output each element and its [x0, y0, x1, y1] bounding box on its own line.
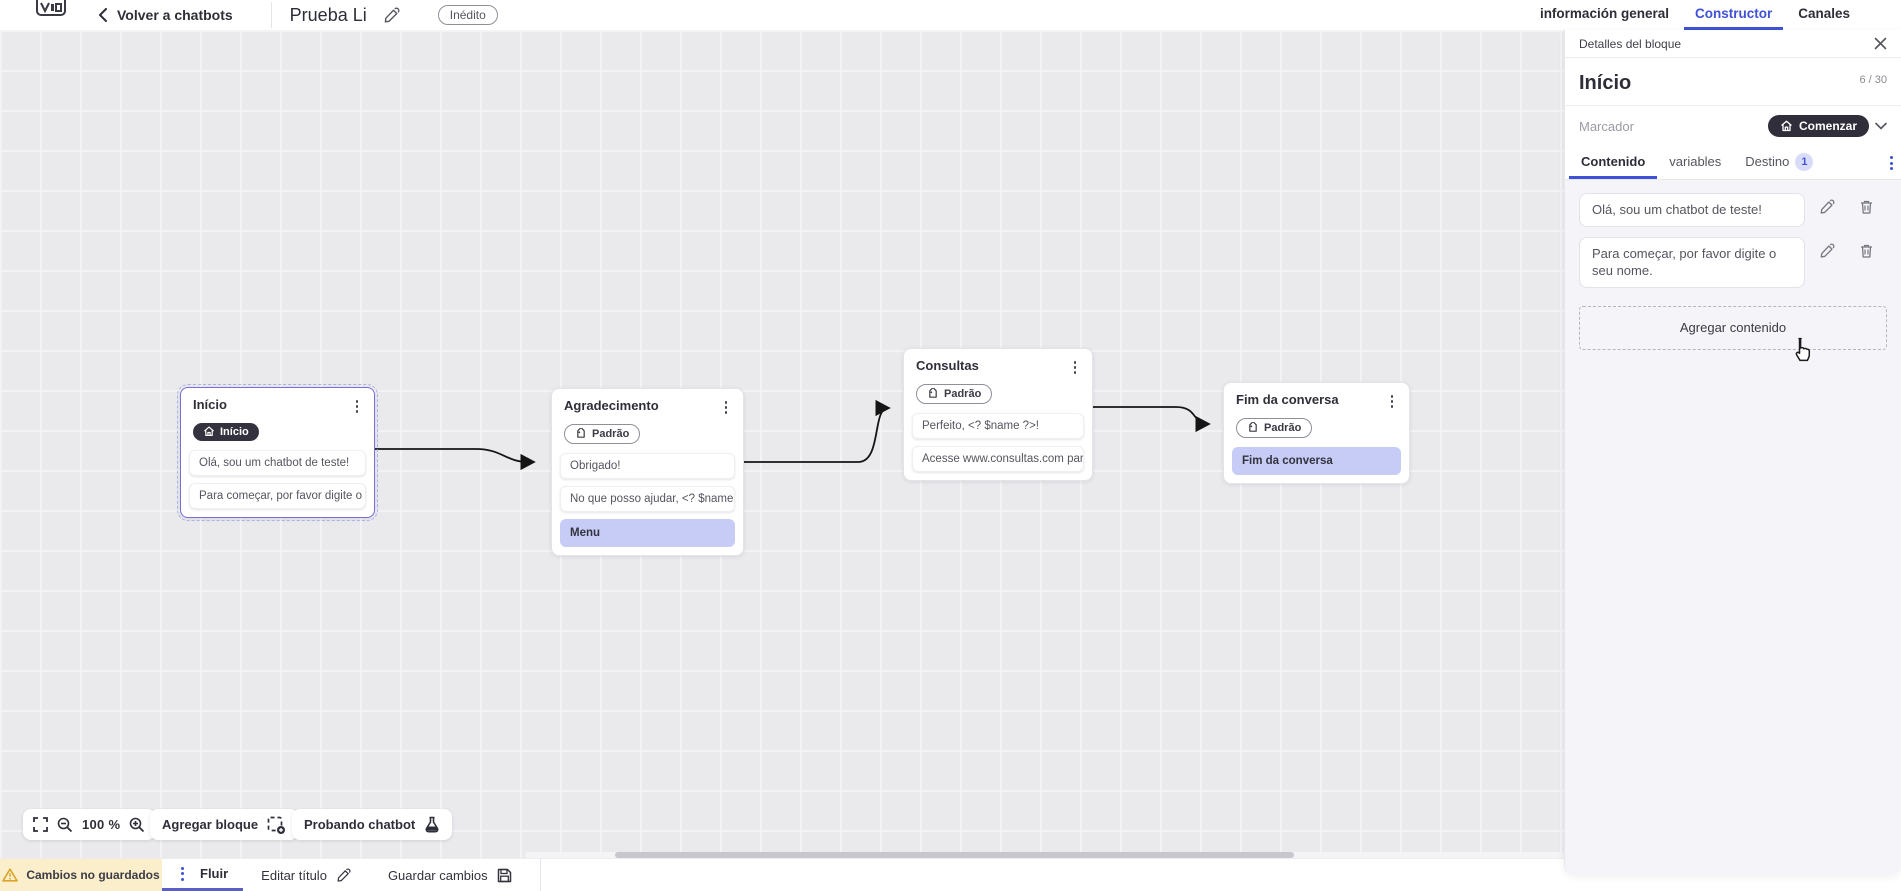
topbar-divider	[270, 2, 272, 28]
test-chatbot-label: Probando chatbot	[304, 817, 416, 832]
block-item[interactable]: Acesse www.consultas.com par...	[912, 445, 1084, 472]
content-card[interactable]: Olá, sou um chatbot de teste!	[1579, 193, 1805, 228]
topbar-tabs: información general Constructor Canales	[1529, 0, 1861, 30]
back-label: Volver a chatbots	[117, 7, 233, 23]
panel-content-area: Olá, sou um chatbot de teste! Para começa…	[1565, 180, 1901, 875]
edge-agradecimento-consultas	[744, 399, 891, 463]
zoom-level: 100 %	[82, 817, 121, 832]
add-content-label: Agregar contenido	[1679, 320, 1787, 336]
chevron-down-icon[interactable]	[1875, 122, 1887, 130]
block-type-badge: Padrão	[916, 383, 993, 404]
block-type-badge: Padrão	[564, 423, 641, 444]
content-row: Para começar, por favor digite o seu nom…	[1579, 237, 1887, 288]
back-to-chatbots[interactable]: Volver a chatbots	[98, 7, 233, 23]
app-logo-icon	[36, 0, 66, 16]
flow-menu-icon[interactable]	[177, 864, 188, 884]
block-item[interactable]: Obrigado!	[560, 452, 735, 479]
flow-tab-label: Fluir	[200, 866, 229, 881]
home-icon	[1781, 120, 1792, 132]
block-title: Consultas	[916, 358, 979, 373]
chatbot-title: Prueba Li	[289, 4, 367, 25]
fit-screen-icon[interactable]	[33, 817, 48, 832]
block-item[interactable]: Fim da conversa	[1232, 446, 1401, 475]
add-content-button[interactable]: Agregar contenido	[1579, 305, 1887, 350]
block-title: Fim da conversa	[1236, 392, 1339, 407]
edit-chatbot-title-icon[interactable]	[383, 7, 400, 24]
zoom-toolbar: 100 %	[23, 809, 156, 840]
add-block-label: Agregar bloque	[162, 817, 259, 832]
flask-icon	[425, 816, 439, 833]
topbar: Volver a chatbots Prueba Li Inédito info…	[0, 0, 1901, 30]
test-chatbot-button[interactable]: Probando chatbot	[292, 809, 453, 840]
tab-información-general[interactable]: información general	[1539, 6, 1669, 21]
block-item[interactable]: Perfeito, <? $name ?>!	[912, 412, 1084, 439]
block-menu-icon[interactable]	[721, 398, 732, 417]
save-icon	[497, 868, 511, 882]
block-item[interactable]: Menu	[560, 518, 735, 547]
bottombar-divider	[539, 859, 541, 891]
edit-title-label: Editar título	[261, 867, 327, 883]
panel-tab-variables[interactable]: variables	[1669, 154, 1722, 169]
tab-canales[interactable]: Canales	[1798, 6, 1850, 21]
unsaved-changes-label: Cambios no guardados	[26, 868, 160, 882]
edit-title-button[interactable]: Editar título	[261, 859, 351, 891]
add-block-button[interactable]: Agregar bloque	[150, 809, 299, 840]
block-details-panel: Detalles del bloque Início 6 / 30 Marcad…	[1564, 30, 1901, 875]
save-changes-button[interactable]: Guardar cambios	[388, 859, 512, 891]
block-type-badge: Padrão	[1236, 417, 1313, 438]
delete-content-icon[interactable]	[1859, 199, 1874, 220]
zoom-in-icon[interactable]	[129, 817, 145, 833]
canvas-hscrollbar-track	[525, 852, 1564, 858]
marker-value: Comenzar	[1798, 119, 1857, 133]
panel-menu-icon[interactable]	[1886, 153, 1897, 173]
panel-tab-contenido[interactable]: Contenido	[1569, 147, 1658, 179]
unsaved-changes-badge: Cambios no guardados	[0, 859, 162, 891]
tab-constructor[interactable]: Constructor	[1683, 0, 1784, 30]
pencil-icon	[337, 868, 351, 882]
zoom-out-icon[interactable]	[57, 817, 73, 833]
content-card[interactable]: Para começar, por favor digite o seu nom…	[1579, 237, 1805, 288]
block-menu-icon[interactable]	[352, 397, 363, 416]
block-item[interactable]: No que posso ajudar, <? $name ...	[560, 485, 735, 512]
block-menu-icon[interactable]	[1070, 358, 1081, 377]
block-item[interactable]: Para começar, por favor digite o ...	[189, 482, 366, 509]
save-changes-label: Guardar cambios	[387, 867, 488, 883]
block-type-badge: Início	[193, 422, 259, 441]
content-row: Olá, sou um chatbot de teste!	[1579, 193, 1887, 228]
back-chevron-icon	[99, 8, 107, 22]
edit-content-icon[interactable]	[1819, 243, 1835, 264]
warning-icon	[2, 868, 19, 882]
block-name[interactable]: Início	[1579, 72, 1632, 94]
edge-inicio-agradecimento	[375, 448, 536, 471]
status-badge: Inédito	[437, 5, 498, 25]
marker-label: Marcador	[1579, 118, 1634, 134]
flow-tab[interactable]: Fluir	[162, 859, 244, 891]
panel-title: Detalles del bloque	[1579, 36, 1682, 51]
block-title: Início	[193, 397, 227, 412]
edit-content-icon[interactable]	[1819, 199, 1835, 220]
block-item[interactable]: Olá, sou um chatbot de teste!	[189, 449, 366, 476]
block-menu-icon[interactable]	[1387, 392, 1398, 411]
canvas-hscrollbar-thumb[interactable]	[615, 852, 1294, 858]
edge-consultas-fim	[1093, 406, 1211, 433]
close-panel-icon[interactable]	[1874, 37, 1887, 50]
add-block-icon	[267, 816, 286, 834]
delete-content-icon[interactable]	[1859, 243, 1874, 264]
name-char-counter: 6 / 30	[1859, 74, 1887, 86]
destino-count-badge: 1	[1795, 152, 1814, 171]
marker-select[interactable]: Comenzar	[1767, 115, 1869, 137]
block-title: Agradecimento	[564, 398, 659, 413]
